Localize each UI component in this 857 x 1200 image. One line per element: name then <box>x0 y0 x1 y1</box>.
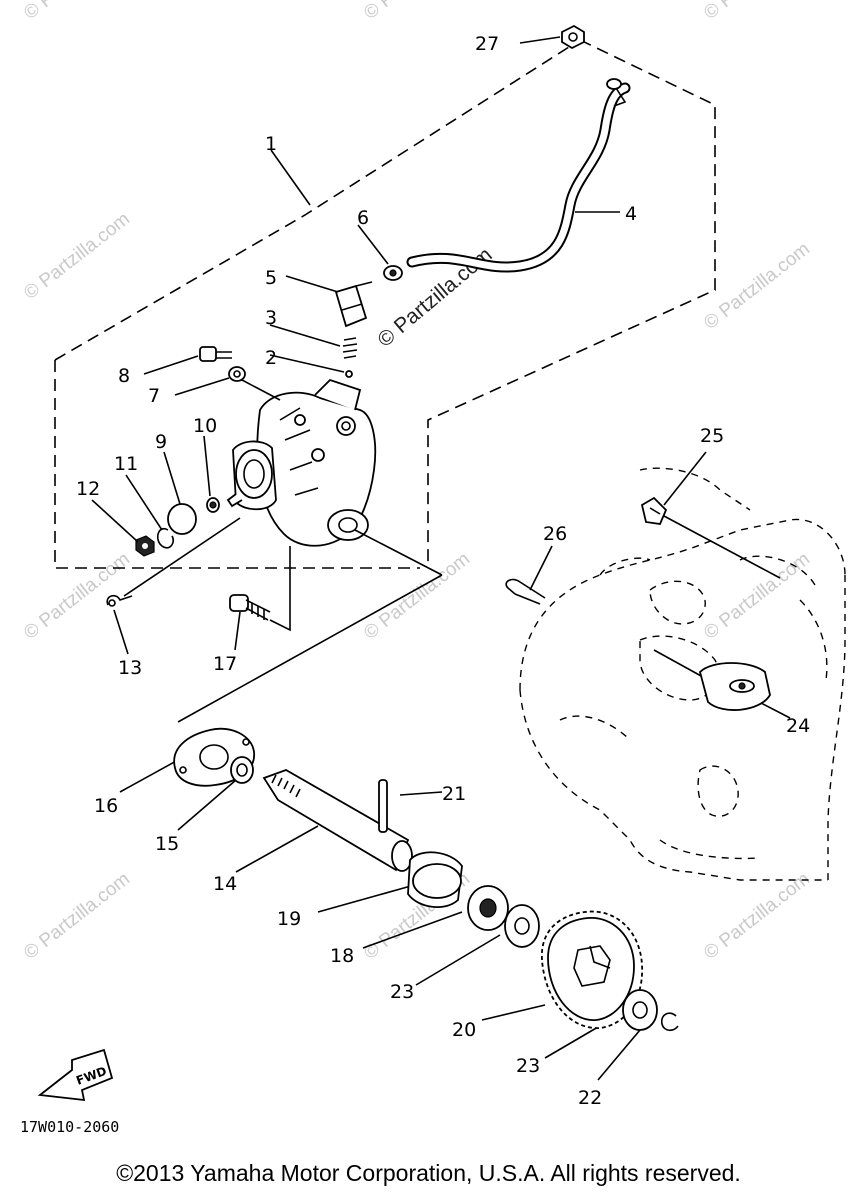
pump-cover-parts <box>135 497 220 557</box>
assembly-outline <box>54 39 716 569</box>
callout-1: 1 <box>265 133 277 155</box>
callout-5: 5 <box>265 267 277 289</box>
callout-2: 2 <box>265 347 277 369</box>
callout-7: 7 <box>148 385 160 407</box>
callout-12: 12 <box>76 478 100 500</box>
callout-3: 3 <box>265 307 277 329</box>
callout-11: 11 <box>114 453 138 475</box>
callout-26: 26 <box>543 523 567 545</box>
callout-23a: 23 <box>390 981 414 1003</box>
watermark: © Partzilla.com <box>360 0 474 24</box>
callout-25: 25 <box>700 425 724 447</box>
watermark: © Partzilla.com <box>20 869 134 964</box>
callout-4: 4 <box>625 203 637 225</box>
callout-8: 8 <box>118 365 130 387</box>
watermark: © Partzilla.com <box>700 549 814 644</box>
callout-9: 9 <box>155 431 167 453</box>
watermark: © Partzilla.com <box>20 209 134 304</box>
copyright-notice: ©2013 Yamaha Motor Corporation, U.S.A. A… <box>116 1160 741 1186</box>
pin-21 <box>378 779 388 833</box>
callout-23b: 23 <box>516 1055 540 1077</box>
callout-10: 10 <box>193 415 217 437</box>
callout-labels: 1 2 3 4 5 6 7 8 9 10 11 12 13 14 15 16 1… <box>76 33 810 1109</box>
watermark: © Partzilla.com <box>20 0 134 24</box>
collar-bearing-washer <box>407 851 540 948</box>
watermark: © Partzilla.com <box>700 869 814 964</box>
callout-14: 14 <box>213 873 237 895</box>
callout-19: 19 <box>277 908 301 930</box>
callout-17: 17 <box>213 653 237 675</box>
crankcase-parts <box>505 496 771 711</box>
watermark: © Partzilla.com <box>700 0 814 24</box>
oil-pipe <box>406 78 631 273</box>
callout-20: 20 <box>452 1019 476 1041</box>
leader-lines <box>91 36 791 1081</box>
drive-shaft-14 <box>262 769 413 872</box>
crankcase-outline <box>519 467 846 881</box>
callout-21: 21 <box>442 783 466 805</box>
forward-arrow: FWD <box>37 1048 114 1102</box>
callout-6: 6 <box>357 207 369 229</box>
clip-13-bolt-17 <box>106 594 271 621</box>
oil-pump-body <box>226 378 377 547</box>
diagram-code: 17W010-2060 <box>20 1118 119 1136</box>
watermark: © Partzilla.com <box>700 239 814 334</box>
callout-18: 18 <box>330 945 354 967</box>
callout-15: 15 <box>155 833 179 855</box>
gasket-16-washer-15 <box>173 727 255 787</box>
callout-13: 13 <box>118 657 142 679</box>
callout-16: 16 <box>94 795 118 817</box>
callout-22: 22 <box>578 1087 602 1109</box>
fitting-parts <box>334 265 403 378</box>
gear-20 <box>541 910 643 1029</box>
callout-27: 27 <box>475 33 499 55</box>
washer-23-clip-22 <box>622 989 679 1032</box>
bolt-8-washer-7 <box>199 346 246 382</box>
callout-24: 24 <box>786 715 810 737</box>
nut-27 <box>561 24 585 50</box>
